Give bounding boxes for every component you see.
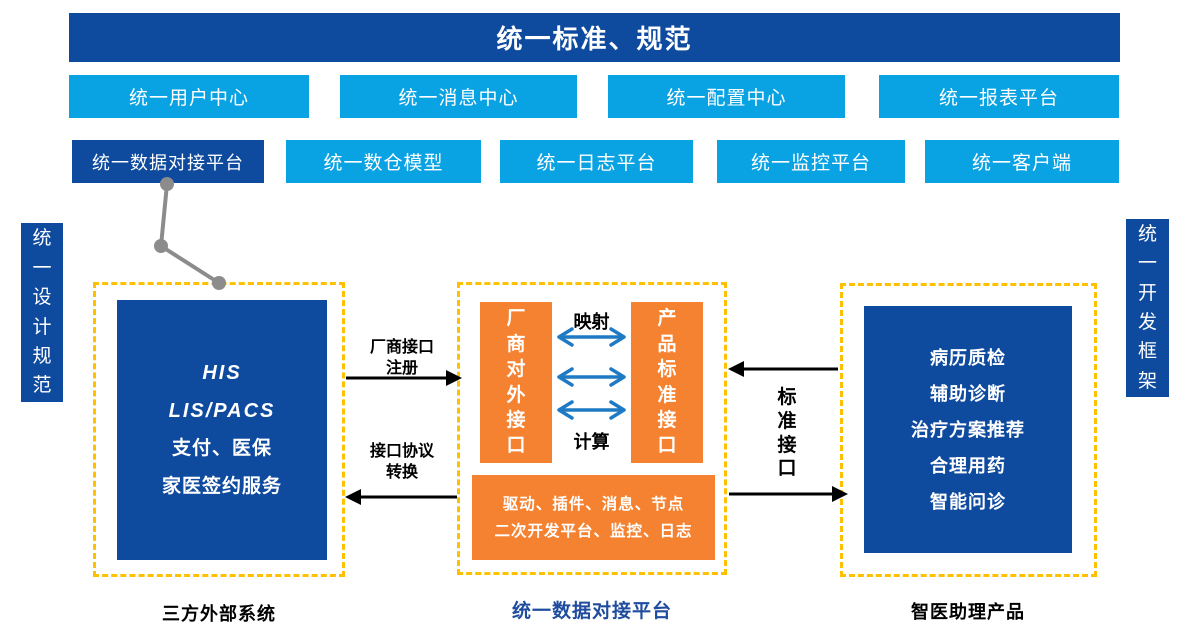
caption-smart-medical-products: 智医助理产品 [911, 602, 1025, 622]
box-user-center-label: 统一用户中心 [128, 88, 249, 109]
box-smart-medical-products: 病历质检 辅助诊断 治疗方案推荐 合理用药 智能问诊 [864, 306, 1072, 553]
box-log-platform: 统一日志平台 [500, 140, 693, 183]
box-log-platform-label: 统一日志平台 [536, 153, 657, 174]
standard-in-arrow [728, 361, 838, 377]
sidebar-design-spec: 统一设计规范 [21, 223, 63, 402]
box-user-center: 统一用户中心 [69, 75, 309, 118]
label-standard-interface: 标准接口 [762, 386, 812, 481]
external-line-lis-pacs: LIS/PACS [168, 400, 276, 422]
sidebar-design-spec-label: 统一设计规范 [32, 228, 52, 397]
label-vendor-register-line2: 注册 [385, 360, 418, 377]
box-external-systems: HIS LIS/PACS 支付、医保 家医签约服务 [117, 300, 327, 560]
caption-external-systems: 三方外部系统 [162, 604, 276, 624]
label-protocol-convert-line2: 转换 [385, 464, 418, 481]
convert-arrow [345, 489, 457, 505]
caption-data-adapter-platform: 统一数据对接平台 [511, 601, 672, 622]
connector-line [154, 177, 226, 290]
external-line-his: HIS [202, 362, 242, 384]
banner-unified-standards: 统一标准、规范 [69, 13, 1120, 62]
label-protocol-convert: 接口协议 转换 [342, 441, 462, 483]
box-runtime-components: 驱动、插件、消息、节点 二次开发平台、监控、日志 [472, 475, 715, 560]
box-vendor-interface: 厂商对外接口 [480, 302, 552, 463]
product-line-rational-drug: 合理用药 [930, 455, 1006, 476]
box-report-platform-label: 统一报表平台 [938, 88, 1059, 109]
runtime-line-2: 二次开发平台、监控、日志 [494, 522, 693, 540]
box-report-platform: 统一报表平台 [879, 75, 1119, 118]
standard-out-arrow [729, 486, 848, 502]
product-line-smart-inquiry: 智能问诊 [930, 491, 1006, 512]
box-standard-interface: 产品标准接口 [631, 302, 703, 463]
label-protocol-convert-line1: 接口协议 [369, 443, 434, 460]
box-message-center: 统一消息中心 [340, 75, 577, 118]
box-data-adapter-platform-top: 统一数据对接平台 [72, 140, 264, 183]
product-line-aided-diagnosis: 辅助诊断 [930, 383, 1006, 404]
box-vendor-interface-label: 厂商对外接口 [506, 308, 526, 457]
box-data-adapter-platform-top-label: 统一数据对接平台 [92, 152, 244, 173]
box-standard-interface-label: 产品标准接口 [657, 308, 677, 457]
box-monitor-platform-label: 统一监控平台 [750, 153, 871, 174]
runtime-line-1: 驱动、插件、消息、节点 [502, 495, 685, 513]
label-vendor-register: 厂商接口 注册 [342, 337, 462, 379]
sidebar-dev-framework: 统一开发框架 [1126, 219, 1169, 397]
label-vendor-register-line1: 厂商接口 [369, 339, 434, 356]
label-mapping: 映射 [573, 312, 610, 332]
box-message-center-label: 统一消息中心 [398, 88, 519, 109]
box-config-center: 统一配置中心 [608, 75, 845, 118]
external-line-family-doctor: 家医签约服务 [161, 476, 282, 497]
box-config-center-label: 统一配置中心 [666, 88, 787, 109]
product-line-treatment-recommend: 治疗方案推荐 [911, 419, 1025, 440]
external-line-pay-insurance: 支付、医保 [171, 438, 272, 459]
box-dw-model-label: 统一数仓模型 [323, 153, 444, 174]
sidebar-dev-framework-label: 统一开发框架 [1137, 223, 1157, 392]
label-standard-interface-text: 标准接口 [777, 387, 797, 480]
group-smart-medical-products [840, 283, 1097, 577]
label-compute: 计算 [573, 432, 610, 452]
group-data-adapter-platform [457, 282, 727, 575]
product-line-record-qc: 病历质检 [930, 347, 1006, 368]
box-client: 统一客户端 [925, 140, 1119, 183]
box-client-label: 统一客户端 [971, 153, 1072, 174]
box-dw-model: 统一数仓模型 [286, 140, 481, 183]
box-monitor-platform: 统一监控平台 [717, 140, 905, 183]
banner-title: 统一标准、规范 [496, 24, 693, 54]
